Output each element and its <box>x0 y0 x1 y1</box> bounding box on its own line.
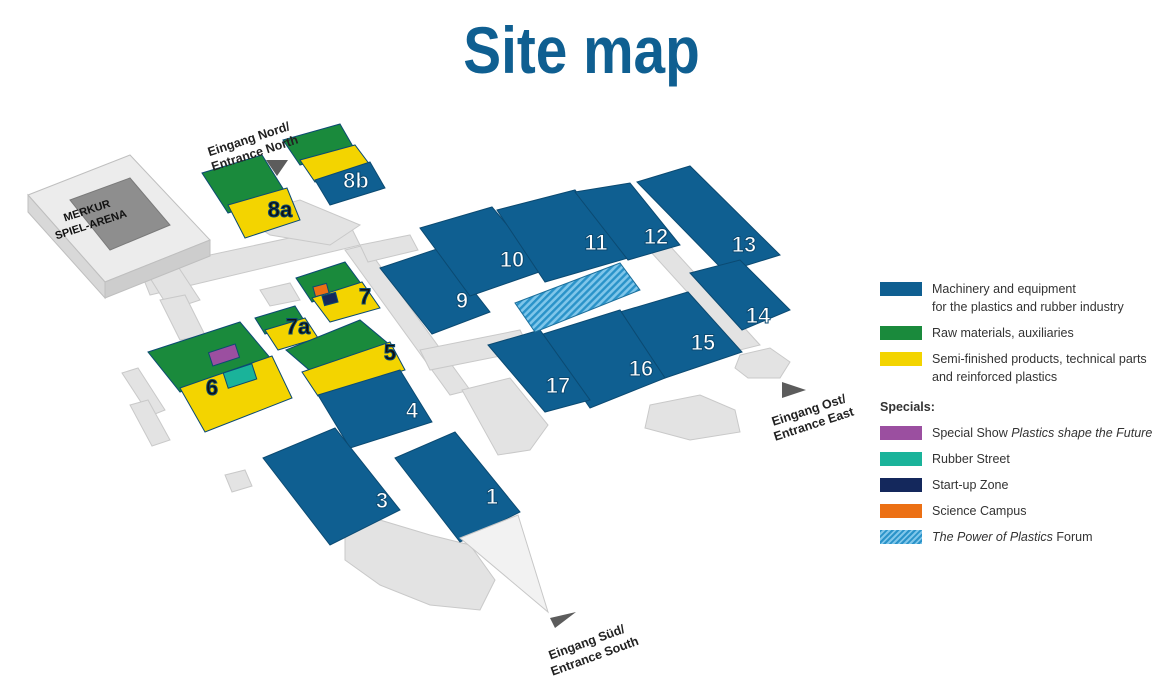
arena-pitch <box>69 177 171 251</box>
building-left-4 <box>129 399 171 447</box>
hall-9[interactable]: 9 <box>379 247 491 335</box>
hall-5-semi <box>301 341 406 397</box>
legend-label-science-campus: Science Campus <box>932 504 1027 518</box>
hall-1-roof <box>394 431 521 543</box>
arena-front <box>104 239 211 299</box>
hall-9-roof <box>379 247 491 335</box>
entrance-north-arrow <box>266 160 288 176</box>
legend-swatch-semi <box>880 352 922 366</box>
legend-label-raw: Raw materials, auxiliaries <box>932 326 1074 340</box>
hall-3-roof <box>262 427 401 546</box>
building-left-5 <box>224 469 253 493</box>
legend-label-rubber-street: Rubber Street <box>932 452 1010 466</box>
legend-item-machinery: Machinery and equipment for the plastics… <box>880 280 1160 316</box>
hall-7[interactable]: 7 <box>295 261 381 323</box>
halls: 8a 8b 7 7a 6 <box>147 123 791 546</box>
hall-4[interactable]: 4 <box>317 369 433 449</box>
walkways <box>121 199 791 611</box>
hall-label: 12 <box>644 224 668 249</box>
entrance-south-arrow <box>550 612 576 628</box>
site-map: MERKUR SPIEL-ARENA 8a 8b 7 7a <box>27 119 856 679</box>
hall-7a[interactable]: 7a <box>254 305 319 351</box>
hall-10[interactable]: 10 <box>419 206 546 297</box>
hall-13[interactable]: 13 <box>636 165 781 273</box>
legend-label-startup-zone: Start-up Zone <box>932 478 1009 492</box>
hall-label: 8b <box>343 168 369 193</box>
specials-title: Specials: <box>880 400 935 414</box>
hall-8a[interactable]: 8a <box>201 154 301 239</box>
legend-swatch-raw <box>880 326 922 340</box>
legend-label-special-show: Special Show Plastics shape the Future <box>932 426 1153 440</box>
hall-1[interactable]: 1 <box>394 431 521 543</box>
science-campus-marker <box>312 282 330 298</box>
legend-item-forum: The Power of Plastics Forum <box>880 528 1160 546</box>
hall-14-roof <box>689 259 791 331</box>
hall-8b[interactable]: 8b <box>282 123 386 206</box>
legend-swatch-machinery <box>880 282 922 296</box>
legend-item-startup-zone: Start-up Zone <box>880 476 1160 494</box>
hall-label: 7 <box>359 284 371 309</box>
hall-11[interactable]: 11 <box>496 189 629 283</box>
hall-label: 8a <box>268 197 293 222</box>
hall-13-roof <box>636 165 781 273</box>
hall-5[interactable]: 5 <box>285 319 406 397</box>
hall-3[interactable]: 3 <box>262 427 401 546</box>
hall-label: 16 <box>629 356 653 381</box>
hall-label: 5 <box>384 340 396 365</box>
hall-8a-semi <box>227 187 301 239</box>
building-center <box>461 377 549 456</box>
arena: MERKUR SPIEL-ARENA <box>27 154 211 300</box>
hall-label: 6 <box>206 375 218 400</box>
hall-label: 13 <box>732 232 756 257</box>
entrance-south[interactable]: Eingang Süd/ Entrance South <box>547 612 641 679</box>
legend-label-semi: Semi-finished products, technical parts … <box>932 352 1147 384</box>
hall-4-roof <box>317 369 433 449</box>
hall-17[interactable]: 17 <box>487 329 591 413</box>
hall-12[interactable]: 12 <box>574 182 681 261</box>
entrance-east-arrow <box>782 382 806 398</box>
startup-zone-marker <box>321 291 339 307</box>
legend-item-science-campus: Science Campus <box>880 502 1160 520</box>
hall-label: 11 <box>584 230 607 255</box>
hall-label: 17 <box>546 373 570 398</box>
hall-17-roof <box>487 329 591 413</box>
legend-swatch-special-show <box>880 426 922 440</box>
pavilion-9 <box>359 234 419 263</box>
legend-item-rubber-street: Rubber Street <box>880 450 1160 468</box>
hall-label: 9 <box>456 288 468 313</box>
legend-swatch-forum <box>880 530 922 544</box>
legend-swatch-startup-zone <box>880 478 922 492</box>
legend-label-machinery: Machinery and equipment for the plastics… <box>932 282 1124 314</box>
legend: Machinery and equipment for the plastics… <box>880 280 1160 554</box>
hall-14[interactable]: 14 <box>689 259 791 331</box>
building-east <box>644 394 741 441</box>
hall-label: 7a <box>286 314 311 339</box>
legend-swatch-rubber-street <box>880 452 922 466</box>
special-show-marker <box>207 343 241 367</box>
building-east-hex <box>734 347 791 379</box>
hall-label: 14 <box>746 303 771 328</box>
building-left-2 <box>159 294 206 341</box>
hall-label: 15 <box>691 330 715 355</box>
hall-label: 10 <box>500 247 524 272</box>
building-7-connector <box>259 282 301 307</box>
hall-7-semi <box>311 281 381 323</box>
rubber-street-marker <box>222 363 258 389</box>
entrance-east[interactable]: Eingang Ost/ Entrance East <box>770 382 856 444</box>
hall-12-roof <box>574 182 681 261</box>
legend-swatch-science-campus <box>880 504 922 518</box>
legend-label-forum: The Power of Plastics Forum <box>932 530 1093 544</box>
legend-item-raw: Raw materials, auxiliaries <box>880 324 1160 342</box>
page-title: Site map <box>463 13 700 87</box>
hall-6[interactable]: 6 <box>147 321 293 433</box>
hall-8b-machinery <box>314 161 386 206</box>
hall-label: 4 <box>406 398 419 423</box>
hall-label: 3 <box>376 488 388 513</box>
building-south <box>344 519 496 611</box>
south-entrance-walkway <box>459 514 549 614</box>
legend-item-semi: Semi-finished products, technical parts … <box>880 350 1160 386</box>
hall-label: 1 <box>486 484 498 509</box>
legend-item-special-show: Special Show Plastics shape the Future <box>880 424 1160 442</box>
forum-area[interactable] <box>514 262 641 333</box>
